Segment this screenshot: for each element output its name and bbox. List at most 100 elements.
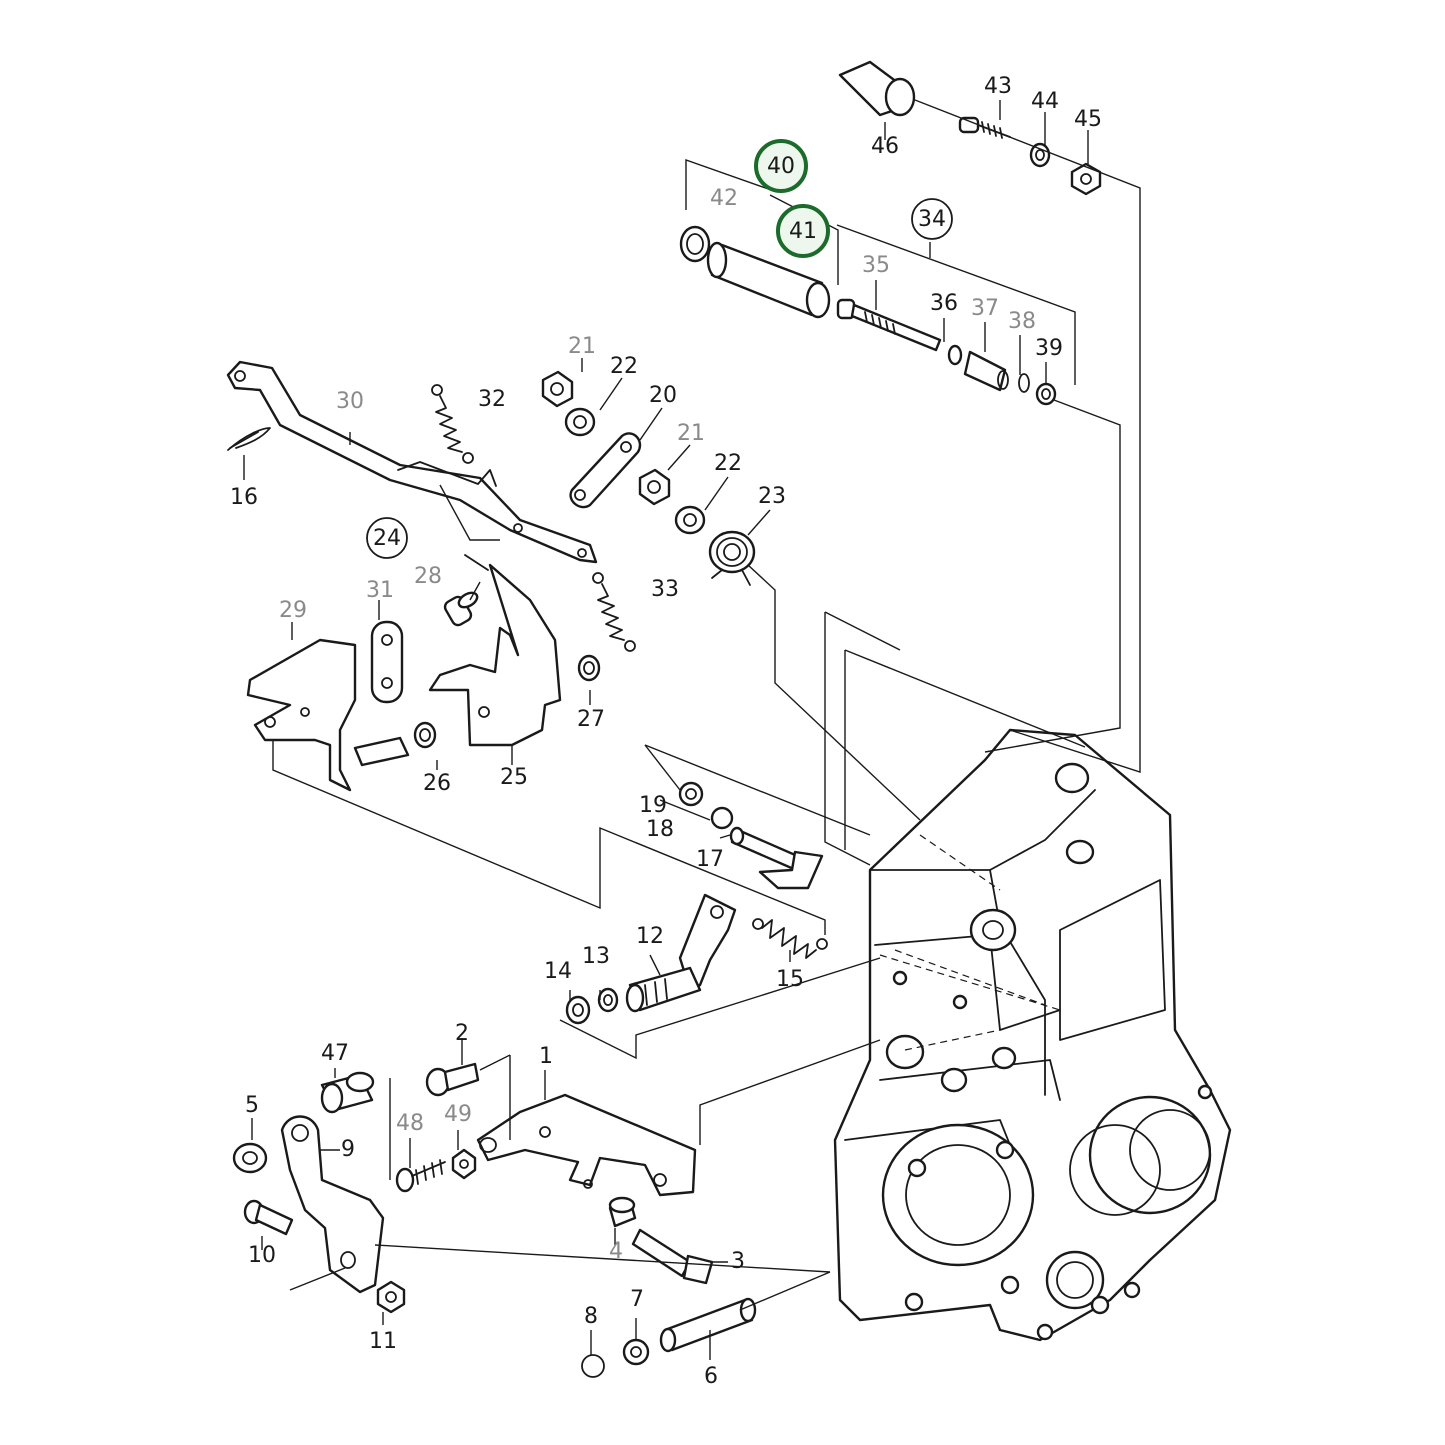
- label-46: 46: [871, 134, 899, 159]
- washer-44: [1029, 142, 1051, 168]
- nut-21-lower: [638, 468, 671, 506]
- bolt-2: [425, 1062, 480, 1097]
- bracket-1: [476, 1093, 697, 1197]
- label-1: 1: [539, 1044, 553, 1069]
- label-19: 19: [639, 793, 667, 818]
- bushing-4: [608, 1196, 637, 1228]
- label-16: 16: [230, 485, 258, 510]
- plate-31: [370, 620, 404, 704]
- washer-27: [577, 654, 601, 682]
- bracket-29: [246, 638, 410, 792]
- gear-housing: [833, 728, 1232, 1342]
- label-13: 13: [582, 944, 610, 969]
- leader-lines: [243, 99, 1141, 1360]
- label-45: 45: [1074, 107, 1102, 132]
- label-17: 17: [696, 847, 724, 872]
- label-14: 14: [544, 959, 572, 984]
- part-labels: 1 2 3 4 5 6 7 8 9 10 11 12 13 14 15 16 1…: [230, 74, 1102, 1389]
- label-6: 6: [704, 1364, 718, 1389]
- label-27: 27: [577, 707, 605, 732]
- bolt-10: [243, 1199, 294, 1236]
- nut-21-upper: [541, 370, 574, 408]
- bracket-25: [428, 554, 562, 747]
- label-48: 48: [396, 1111, 424, 1136]
- label-21-upper: 21: [568, 334, 596, 359]
- spring-32: [431, 384, 474, 464]
- pin-28: [443, 591, 479, 627]
- label-32: 32: [478, 387, 506, 412]
- label-22-lower: 22: [714, 451, 742, 476]
- label-21-lower: 21: [677, 421, 705, 446]
- label-5: 5: [245, 1093, 259, 1118]
- cap-46: [838, 60, 916, 117]
- label-31: 31: [366, 578, 394, 603]
- label-20: 20: [649, 383, 677, 408]
- label-23: 23: [758, 484, 786, 509]
- washer-22-lower: [674, 505, 706, 535]
- label-49: 49: [444, 1102, 472, 1127]
- nut-14: [565, 995, 591, 1025]
- label-43: 43: [984, 74, 1012, 99]
- label-30: 30: [336, 389, 364, 414]
- label-38: 38: [1008, 309, 1036, 334]
- ring-34: [911, 198, 953, 240]
- cotter-pin-16: [227, 427, 271, 451]
- label-47: 47: [321, 1041, 349, 1066]
- shaft-35: [836, 298, 942, 352]
- spring-33: [592, 572, 636, 652]
- label-2: 2: [455, 1021, 469, 1046]
- label-22-upper: 22: [610, 354, 638, 379]
- label-41: 41: [789, 219, 817, 244]
- label-37: 37: [971, 296, 999, 321]
- washer-26: [413, 721, 437, 749]
- label-9: 9: [341, 1137, 355, 1162]
- label-10: 10: [248, 1243, 276, 1268]
- washer-7: [622, 1338, 650, 1366]
- pin-17: [729, 826, 824, 890]
- label-12: 12: [636, 924, 664, 949]
- label-35: 35: [862, 253, 890, 278]
- label-18: 18: [646, 817, 674, 842]
- highlight-ring-41: [776, 204, 830, 258]
- sleeve-47: [320, 1071, 375, 1114]
- spring-15: [752, 918, 828, 959]
- label-36: 36: [930, 291, 958, 316]
- label-7: 7: [630, 1287, 644, 1312]
- ring-38: [1018, 373, 1030, 393]
- label-4: 4: [609, 1239, 623, 1264]
- label-3: 3: [731, 1249, 745, 1274]
- ring-24: [366, 517, 408, 559]
- washer-13: [597, 987, 619, 1013]
- nut-49: [451, 1148, 477, 1180]
- sleeve-41: [706, 241, 831, 319]
- label-15: 15: [776, 967, 804, 992]
- plug-42: [679, 225, 711, 263]
- highlight-ring-40: [754, 139, 808, 193]
- label-39: 39: [1035, 336, 1063, 361]
- callout-rings: [366, 139, 953, 559]
- label-11: 11: [369, 1329, 397, 1354]
- clip-8: [581, 1354, 605, 1378]
- label-8: 8: [584, 1304, 598, 1329]
- label-24: 24: [373, 526, 401, 551]
- link-20: [569, 432, 642, 509]
- screw-48: [395, 1159, 446, 1193]
- washer-19: [678, 781, 704, 807]
- lever-9: [280, 1115, 385, 1294]
- label-40: 40: [767, 154, 795, 179]
- label-25: 25: [500, 765, 528, 790]
- washer-22-upper: [564, 407, 596, 437]
- washer-5: [232, 1142, 268, 1174]
- o-ring-36: [947, 344, 963, 366]
- lever-30: [226, 360, 598, 564]
- nut-37: [963, 350, 1009, 392]
- label-26: 26: [423, 771, 451, 796]
- label-33: 33: [651, 577, 679, 602]
- label-29: 29: [279, 598, 307, 623]
- washer-39: [1035, 382, 1057, 406]
- nut-11: [376, 1280, 406, 1314]
- nut-45: [1070, 162, 1102, 196]
- bolt-3: [631, 1228, 714, 1285]
